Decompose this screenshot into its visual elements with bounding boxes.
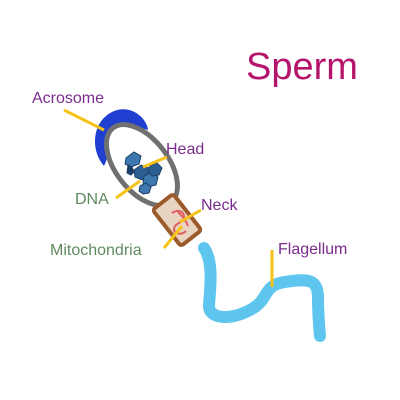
neck-label: Neck xyxy=(201,197,238,214)
neck-shape xyxy=(151,193,203,247)
mitochondria-leader-line xyxy=(162,225,184,249)
flagellum-label: Flagellum xyxy=(278,241,347,258)
dna-shape xyxy=(124,151,163,195)
neck-leader-line xyxy=(179,208,202,224)
dna-leader-line xyxy=(115,179,141,200)
head-label: Head xyxy=(166,141,204,158)
flagellum-shape xyxy=(198,242,326,342)
acrosome-label: Acrosome xyxy=(32,90,104,107)
head-leader-line xyxy=(142,155,168,169)
mitochondria-label: Mitochondria xyxy=(50,242,142,259)
dna-label: DNA xyxy=(75,191,109,208)
diagram-title: Sperm xyxy=(246,46,358,88)
acrosome-leader-line xyxy=(63,108,105,132)
